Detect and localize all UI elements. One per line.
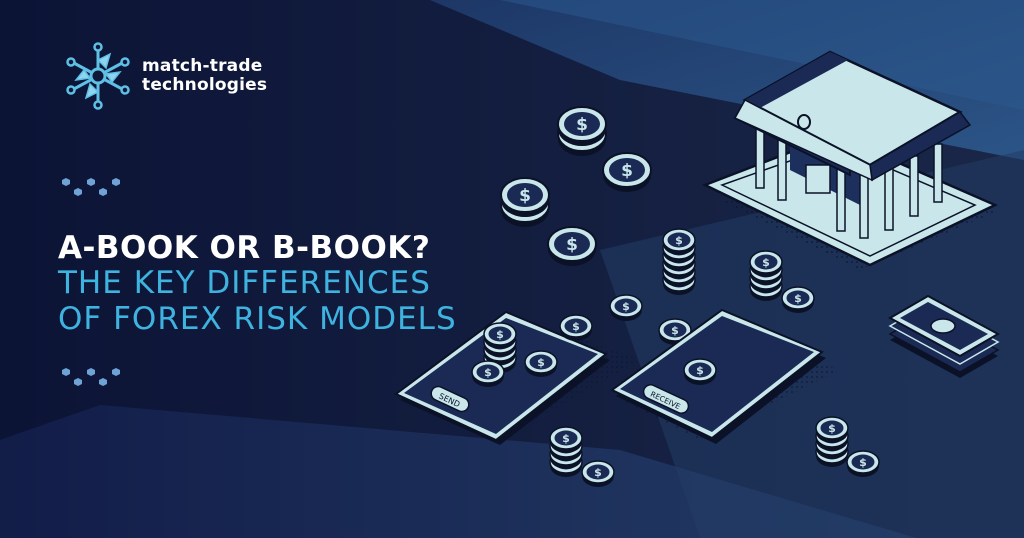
snowflake-network-icon bbox=[66, 42, 130, 110]
headline-title: A-BOOK OR B-BOOK? bbox=[58, 230, 431, 266]
brand-name-line1: match-trade bbox=[142, 56, 263, 76]
brand-logo[interactable]: match-trade technologies bbox=[62, 40, 267, 112]
headline-subtitle-line2: OF FOREX RISK MODELS bbox=[58, 301, 457, 337]
banknote-stack-icon bbox=[887, 294, 1001, 378]
bank-icon bbox=[701, 50, 998, 267]
smartphone-icon: RECEIVE bbox=[610, 308, 826, 444]
headline-subtitle-line1: THE KEY DIFFERENCES bbox=[58, 265, 431, 301]
dollar-coin-icon bbox=[500, 106, 652, 267]
hexagon-dots-bottom-icon bbox=[62, 368, 120, 386]
brand-name: match-trade technologies bbox=[142, 57, 267, 95]
hexagon-dots-top-icon bbox=[62, 178, 120, 196]
brand-name-line2: technologies bbox=[142, 75, 268, 95]
headline: A-BOOK OR B-BOOK? THE KEY DIFFERENCES OF… bbox=[58, 230, 457, 338]
